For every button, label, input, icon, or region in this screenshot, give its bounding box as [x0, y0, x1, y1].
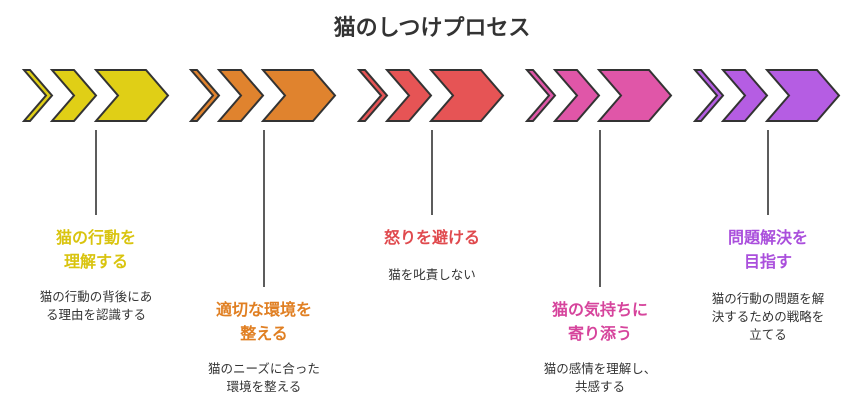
step-2-chevron-1	[188, 69, 221, 122]
step-2-description: 猫のニーズに合った 環境を整える	[208, 361, 320, 394]
step-2-title: 適切な環境を 整える	[215, 300, 312, 343]
step-1-chevron-2	[49, 69, 98, 122]
step-5-chevron-2	[720, 69, 769, 122]
step-5-description: 猫の行動の問題を解 決するための戦略を 立てる	[711, 291, 825, 342]
step-5-chevron-3	[764, 69, 841, 122]
step-2-chevron-2	[216, 69, 265, 122]
step-4-chevron-3	[596, 69, 673, 122]
step-2-chevron-3	[260, 69, 337, 122]
step-5-chevron-1	[692, 69, 725, 122]
step-4-description: 猫の感情を理解し、 共感する	[543, 361, 657, 394]
step-3-description: 猫を叱責しない	[388, 267, 476, 282]
step-1-title: 猫の行動を 理解する	[55, 228, 136, 271]
step-1-description: 猫の行動の背後にあ る理由を認識する	[39, 289, 153, 322]
step-3-title: 怒りを避ける	[383, 228, 480, 247]
step-4-chevron-2	[552, 69, 601, 122]
step-3-chevron-1	[356, 69, 389, 122]
step-4-title: 猫の気持ちに 寄り添う	[551, 300, 648, 343]
step-5-title: 問題解決を 目指す	[727, 228, 808, 271]
step-3-chevron-2	[384, 69, 433, 122]
step-1-chevron-1	[21, 69, 54, 122]
step-1-chevron-3	[93, 69, 170, 122]
step-3-chevron-3	[428, 69, 505, 122]
step-4-chevron-1	[524, 69, 557, 122]
diagram-title: 猫のしつけプロセス	[333, 16, 531, 41]
